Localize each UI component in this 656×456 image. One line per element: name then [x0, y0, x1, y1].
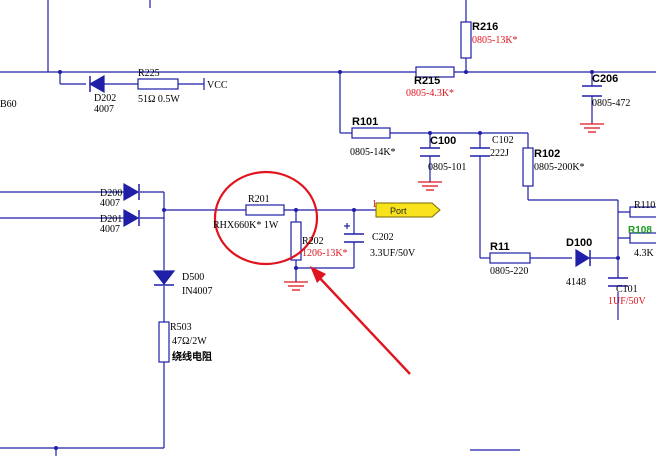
- resistor-r216: [460, 21, 472, 59]
- label-r110: R110: [634, 200, 655, 211]
- label-c206-value: 0805-472: [592, 98, 630, 109]
- resistor-r110: [629, 206, 656, 218]
- port-connector: Port 1: [372, 199, 441, 218]
- label-d100: D100: [566, 237, 592, 249]
- label-d500-value: IN4007: [182, 286, 213, 297]
- component-labels: R216 0805-13K* R215 0805-4.3K* C206 0805…: [0, 21, 655, 363]
- label-r201: R201: [248, 194, 270, 205]
- label-d200: D200: [100, 188, 122, 199]
- resistor-r503: [158, 321, 170, 363]
- annotation-arrow-shaft: [315, 273, 411, 375]
- resistors: [137, 21, 656, 363]
- label-r503-value: 47Ω/2W: [172, 336, 207, 347]
- resistor-r101: [351, 127, 391, 139]
- label-r201-value: RHX660K* 1W: [213, 220, 279, 231]
- label-d200-value: 4007: [100, 198, 120, 209]
- label-r11: R11: [490, 241, 510, 253]
- resistor-r202: [290, 221, 302, 261]
- label-c100-value: 0805-101: [428, 162, 466, 173]
- junction-dots: [54, 70, 620, 450]
- label-r102-value: 0805-200K*: [534, 162, 585, 173]
- diode-d201: [123, 208, 140, 228]
- label-d202: D202: [94, 93, 116, 104]
- label-r216: R216: [472, 21, 498, 33]
- label-r101-value: 0805-14K*: [350, 147, 396, 158]
- resistor-r215: [415, 66, 455, 78]
- resistor-r225: [137, 78, 179, 90]
- label-b60: B60: [0, 99, 17, 110]
- label-r225-value: 51Ω 0.5W: [138, 94, 180, 105]
- label-d100-value: 4148: [566, 277, 586, 288]
- capacitor-c100: [420, 147, 440, 157]
- port-label: Port: [390, 206, 407, 216]
- label-r101: R101: [352, 116, 378, 128]
- label-r102: R102: [534, 148, 560, 160]
- label-c102-value: 222J: [490, 148, 509, 159]
- label-r202: R202: [302, 236, 324, 247]
- label-r11-value: 0805-220: [490, 266, 528, 277]
- label-r215: R215: [414, 75, 440, 87]
- diode-d202: [88, 74, 105, 94]
- resistor-r108: [629, 232, 656, 244]
- label-r202-value: 1206-13K*: [302, 248, 348, 259]
- annotation-arrow-head: [310, 266, 326, 283]
- label-c202: C202: [372, 232, 394, 243]
- port-pin-number: 1: [372, 199, 377, 210]
- label-d500: D500: [182, 272, 204, 283]
- capacitor-c101: [608, 277, 628, 287]
- ground-r202: [284, 281, 308, 291]
- capacitors: [344, 85, 628, 287]
- highlight-circle: [213, 170, 319, 266]
- label-r216-value: 0805-13K*: [472, 35, 518, 46]
- label-r215-value: 0805-4.3K*: [406, 88, 454, 99]
- label-d201-value: 4007: [100, 224, 120, 235]
- label-c206: C206: [592, 73, 618, 85]
- capacitor-c102: [470, 147, 490, 157]
- label-r503-note: 绕线电阻: [172, 350, 212, 363]
- ground-c100: [418, 181, 442, 191]
- resistor-r102: [522, 147, 534, 187]
- resistor-r11: [489, 252, 531, 264]
- diode-d500: [152, 270, 176, 286]
- highlight-annotation: [213, 170, 411, 375]
- ground-symbols: [284, 123, 604, 291]
- label-c202-value: 3.3UF/50V: [370, 248, 416, 259]
- label-c101: C101: [616, 284, 638, 295]
- label-c102: C102: [492, 135, 514, 146]
- capacitor-c206: [582, 85, 602, 97]
- diode-d200: [123, 182, 140, 202]
- label-d201: D201: [100, 214, 122, 225]
- label-r108: R108: [628, 225, 652, 236]
- resistor-r201: [245, 204, 285, 216]
- diodes: [88, 74, 591, 286]
- label-r503: R503: [170, 322, 192, 333]
- diode-d100: [575, 248, 591, 268]
- label-c101-value: 1UF/50V: [608, 296, 647, 307]
- label-r108-value: 4.3K: [634, 248, 655, 259]
- label-c100: C100: [430, 135, 456, 147]
- capacitor-c202: [344, 223, 364, 243]
- ground-c206: [580, 123, 604, 133]
- label-vcc: VCC: [207, 80, 228, 91]
- label-d202-value: 4007: [94, 104, 114, 115]
- label-r225: R225: [138, 68, 160, 79]
